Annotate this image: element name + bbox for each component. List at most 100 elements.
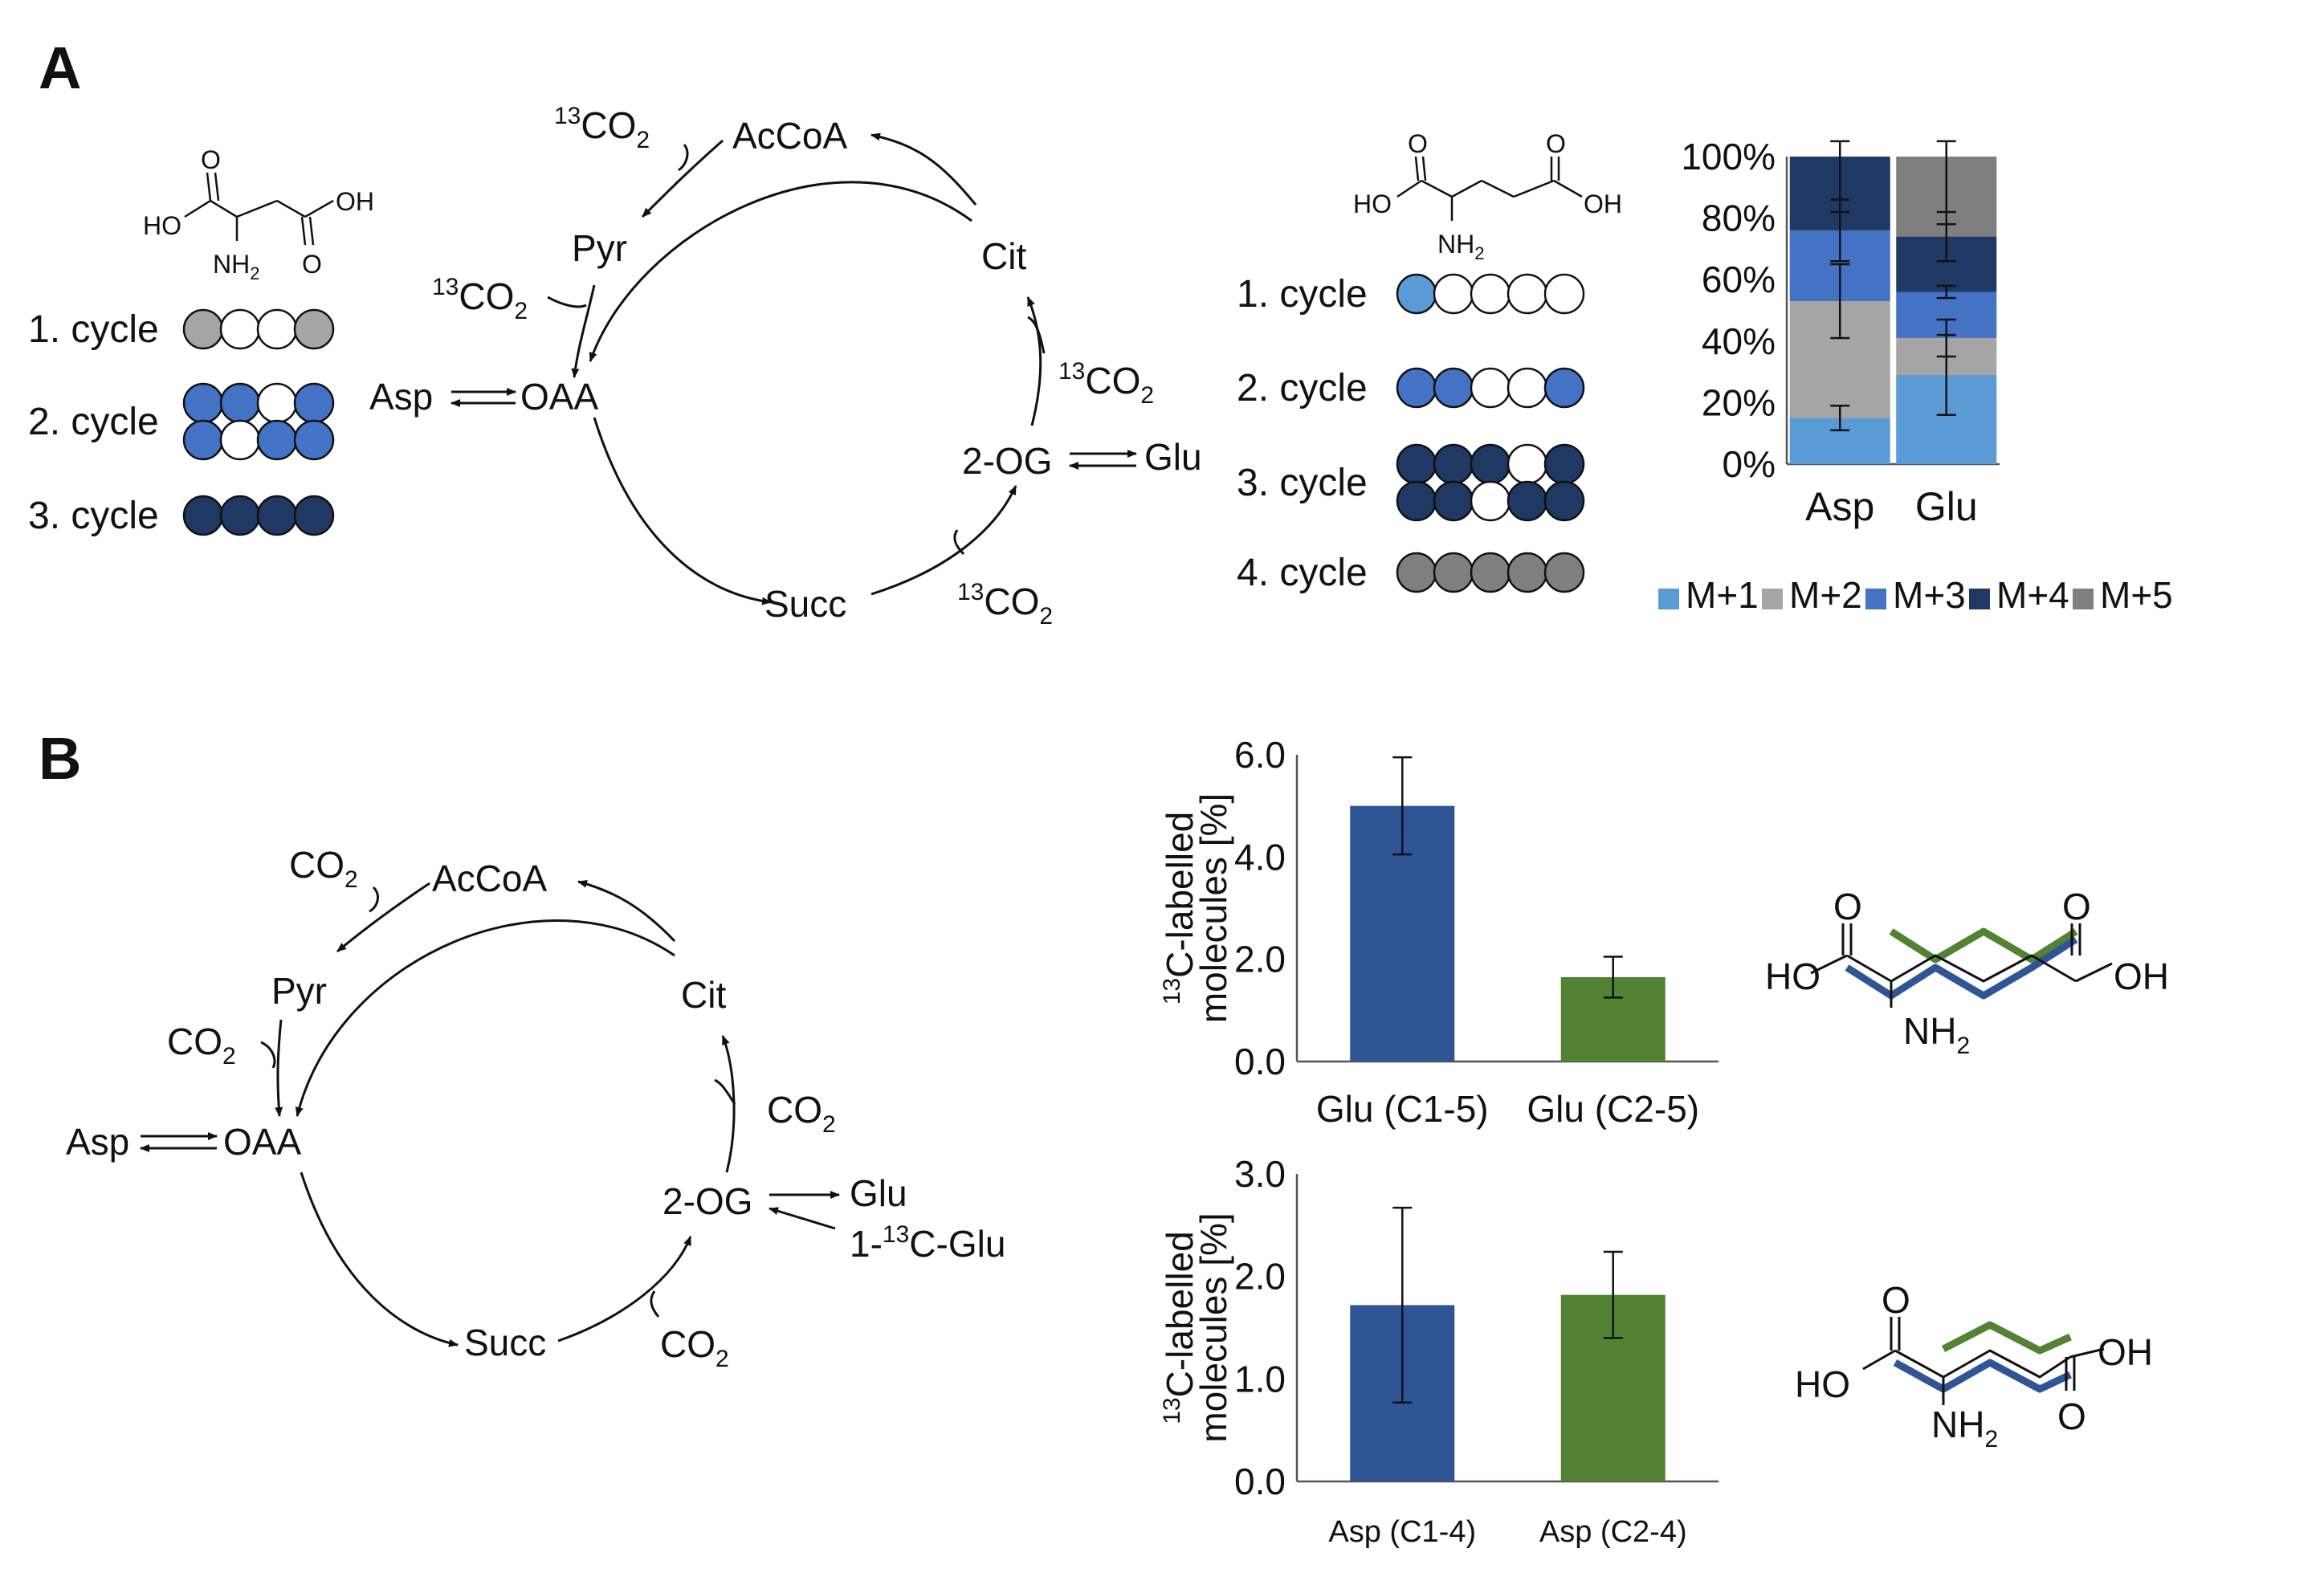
legend-label: M+5 [2100,574,2173,616]
glu-b-ho: HO [1765,956,1820,997]
carbon-circle [1543,443,1585,485]
asp-b-o2: O [2057,1396,2086,1437]
y-tick-label: 1.0 [1234,1358,1286,1400]
co2-label-a-3: 13CO2 [1058,358,1154,409]
legend-label: M+2 [1789,574,1862,616]
glu-b-o1: O [1833,886,1862,927]
carbon-circle [1507,480,1548,522]
carbon-circle [1543,552,1585,593]
y-tick-label: 2.0 [1234,939,1286,980]
carbon-circle [293,419,335,461]
glu-a-nh2: NH2 [1437,230,1484,263]
carbon-circle [1433,273,1474,315]
x-tick-label: Glu (C2-5) [1527,1088,1699,1130]
glu-structure-a [1396,156,1583,221]
legend-swatch [1762,589,1783,609]
glu-b-nh2: NH2 [1903,1010,1970,1059]
cycle-diagram-b [260,880,736,1347]
cycle-label: 1. cycle [28,308,159,351]
carbon-circle [1507,443,1548,485]
carbon-circle [1433,480,1474,522]
cycle-label: 4. cycle [1237,552,1368,594]
carbon-circle [1433,367,1474,409]
glu-a-o2: O [1546,129,1566,158]
og-glu-equilibrium-a [1069,450,1137,470]
asp-a-oh: OH [336,187,374,216]
asp-oaa-equilibrium-a [451,388,516,407]
carbon-circle [1396,552,1437,593]
carbon-circle [1396,443,1437,485]
glu-a-o1: O [1408,129,1428,158]
carbon-circle [293,382,335,424]
node-pyr-b: Pyr [271,970,327,1012]
y-tick-label: 60% [1702,259,1776,300]
asp-structure-b [1862,1317,2105,1405]
carbon-circle [1470,367,1511,409]
node-cit-b: Cit [681,974,726,1016]
legend-label: M+4 [1996,574,2069,616]
node-accoa-b: AcCoA [432,858,547,899]
y-tick-label: 4.0 [1234,836,1286,878]
node-glu-b: Glu [850,1172,907,1214]
y-axis-label: 13C-labelled [1159,1231,1201,1424]
carbon-circle [182,419,224,461]
carbon-circle [1470,273,1511,315]
carbon-circle [219,308,261,350]
cycle-label: 2. cycle [1237,367,1368,410]
co2-label-a-2: 13CO2 [432,274,528,324]
asp-b-oh: OH [2098,1331,2153,1373]
carbon-circle [1396,367,1437,409]
x-tick-label: Asp (C2-4) [1539,1515,1687,1549]
co2-label-a-1: 13CO2 [554,103,650,153]
og-glu-arrows-b [769,1191,840,1230]
asp-oaa-equilibrium-b [140,1132,218,1152]
y-tick-label: 100% [1681,136,1776,177]
legend-swatch [1658,589,1679,609]
legend-swatch [1865,589,1886,609]
co2-label-b-2: CO2 [167,1021,236,1070]
glu-a-ho: HO [1353,189,1392,218]
node-glu-input-b: 1-13C-Glu [850,1221,1005,1265]
asp-b-nh2: NH2 [1931,1404,1998,1453]
y-tick-label: 0% [1723,443,1776,485]
asp-a-o2: O [302,250,322,279]
carbon-circle [182,495,224,536]
panel-a-label: A [39,35,81,101]
carbon-circle [182,308,224,350]
carbon-circle [1470,480,1511,522]
asp-b-ho: HO [1795,1363,1850,1405]
x-tick-label: Glu (C1-5) [1316,1088,1489,1130]
y-tick-label: 3.0 [1234,1153,1286,1195]
glu-b-o2: O [2062,886,2091,927]
asp-structure-a [184,172,334,246]
node-asp-a: Asp [369,376,433,418]
y-tick-label: 20% [1702,381,1776,423]
carbon-circle [1396,480,1437,522]
node-og-b: 2-OG [663,1180,752,1222]
legend-label: M+3 [1893,574,1966,616]
glu-b-oh: OH [2114,956,2169,997]
node-accoa-a: AcCoA [732,115,847,157]
carbon-circle [1507,367,1548,409]
panel-b-label: B [39,725,81,792]
x-tick-label: Asp [1805,484,1874,529]
y-tick-label: 40% [1702,320,1776,362]
carbon-circle [1543,367,1585,409]
y-tick-label: 2.0 [1234,1256,1286,1298]
carbon-circle [293,308,335,350]
node-glu-a: Glu [1144,436,1202,478]
node-pyr-a: Pyr [572,227,627,269]
carbon-circle [1433,443,1474,485]
glu-structure-b [1810,923,2113,1008]
glu-a-oh: OH [1584,189,1622,218]
x-tick-label: Asp (C1-4) [1328,1515,1476,1549]
carbon-circle [1470,552,1511,593]
carbon-circle [219,382,261,424]
legend-swatch [2073,589,2094,609]
